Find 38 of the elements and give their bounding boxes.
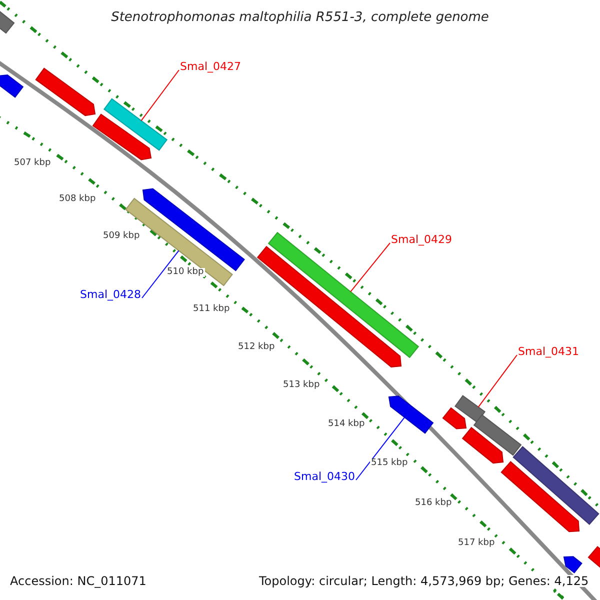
gene-feature (256, 246, 402, 368)
footer-text: Accession: NC_011071 (9, 575, 148, 587)
leader-line (350, 242, 390, 292)
position-label: 512 kbp (237, 343, 276, 352)
title: Stenotrophomonas maltophilia R551-3, complete genome (110, 11, 490, 24)
leader-line (142, 250, 180, 298)
gene-feature (500, 461, 580, 532)
gene-feature (454, 395, 486, 423)
gene-feature (35, 68, 96, 116)
position-label: 517 kbp (457, 539, 496, 548)
leader-line (478, 354, 518, 408)
position-label: 515 kbp (370, 459, 409, 468)
gene-feature (473, 414, 522, 456)
leader-line (140, 70, 180, 122)
gene-label: Smal_0431 (518, 346, 579, 357)
gene-feature (588, 546, 600, 570)
position-label: 509 kbp (102, 232, 141, 241)
gene-feature (442, 407, 467, 430)
position-label: 510 kbp (166, 268, 205, 277)
gene-feature (388, 396, 434, 434)
leader-line (356, 416, 406, 480)
footer-text: Topology: circular; Length: 4,573,969 bp; Genes: 4,125 (258, 575, 590, 587)
position-label: 514 kbp (327, 420, 366, 429)
gene-feature (92, 114, 152, 160)
gene-feature (125, 198, 233, 286)
gene-label: Smal_0428 (80, 289, 141, 300)
position-label: 507 kbp (13, 159, 52, 168)
position-label: 516 kbp (414, 499, 453, 508)
gene-label: Smal_0430 (294, 471, 355, 482)
gene-label: Smal_0429 (391, 234, 452, 245)
position-label: 511 kbp (192, 305, 231, 314)
gene-label: Smal_0427 (180, 61, 241, 72)
gene-feature (462, 426, 504, 464)
gene-feature (103, 98, 168, 151)
position-label: 513 kbp (282, 381, 321, 390)
position-label: 508 kbp (58, 195, 97, 204)
gene-feature (512, 446, 600, 525)
gene-feature (0, 74, 24, 98)
